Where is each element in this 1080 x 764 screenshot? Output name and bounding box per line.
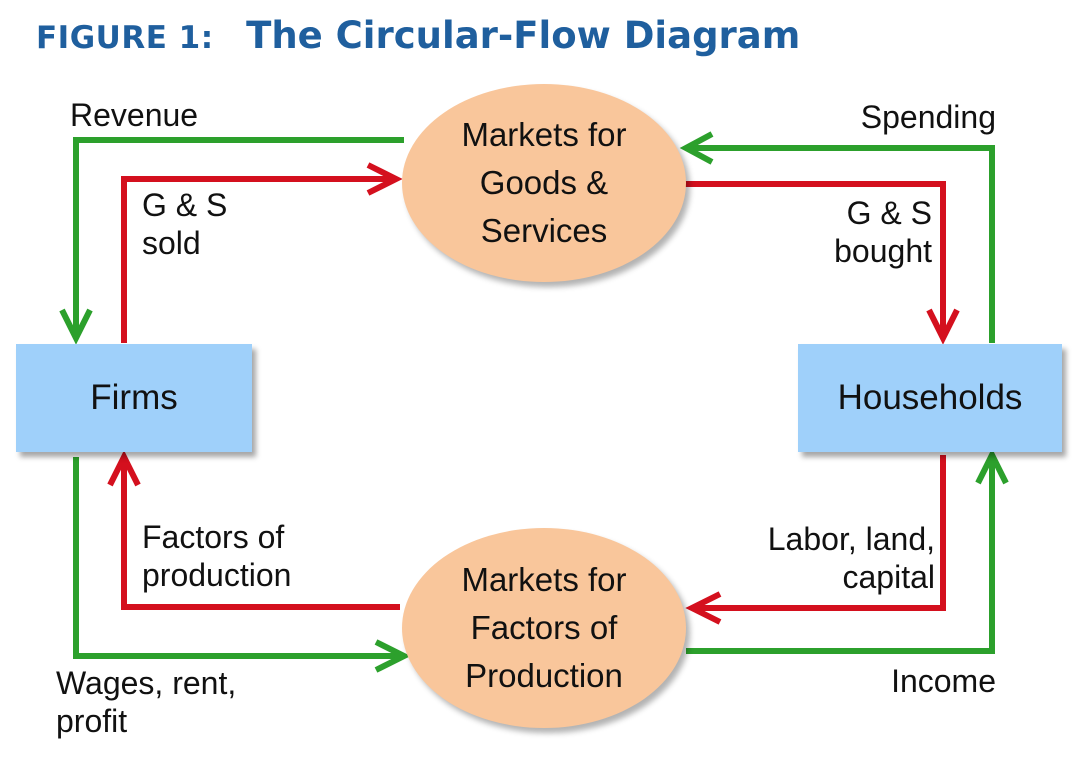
factors-flow-arrow [121,457,400,610]
figure-label: FIGURE 1: [36,20,214,56]
factor-market-line-1: Markets for [461,561,627,599]
labor-line-1: Labor, land, [767,521,935,557]
labor-arrowhead [685,591,722,625]
goods-market-line-1: Markets for [461,116,627,154]
labor-land-capital-label: Labor, land, capital [768,520,935,597]
figure-heading: The Circular-Flow Diagram [246,14,801,57]
firms-label: Firms [90,378,178,417]
gs-sold-arrowhead [366,162,403,196]
gs-bought-line-1: G & S [846,195,932,231]
factor-market-line-3: Production [465,656,623,694]
factor-market-line-2: Factors of [470,609,618,647]
gs-bought-arrowhead [926,308,960,345]
wages-line-2: profit [56,703,128,740]
labor-flow-arrow [692,455,946,611]
revenue-arrowhead [59,308,93,345]
gs-sold-line-1: G & S [142,187,228,223]
spending-arrowhead [679,131,714,165]
wages-line-1: Wages, rent, [56,665,237,701]
income-arrowhead [975,448,1009,485]
factors-arrowhead [107,450,141,487]
factors-production-market: Markets for Factors of Production [402,528,686,728]
gs-bought-label: G & S bought [834,194,932,271]
gs-sold-flow-arrow [121,176,396,343]
figure-title: FIGURE 1: The Circular-Flow Diagram [36,14,800,57]
income-label: Income [891,663,996,699]
wages-arrowhead [374,639,411,673]
goods-market-line-2: Goods & [479,164,609,202]
wages-flow-arrow [73,457,404,659]
factors-line-1: Factors of [142,519,285,555]
factors-of-production-label: Factors of production [142,518,291,595]
revenue-label: Revenue [70,97,199,133]
gs-sold-line-2: sold [142,225,201,262]
goods-market-line-3: Services [480,211,608,249]
labor-line-2: capital [842,559,936,596]
gs-bought-flow-arrow [684,181,946,338]
spending-label: Spending [860,99,996,135]
firms-box: Firms [16,344,252,452]
income-flow-arrow [686,455,995,654]
gs-sold-label: G & S sold [142,186,227,263]
goods-services-market: Markets for Goods & Services [402,84,686,282]
revenue-flow-arrow [73,137,404,338]
wages-rent-profit-label: Wages, rent, profit [56,664,236,741]
households-box: Households [798,344,1062,452]
gs-bought-line-2: bought [834,233,932,270]
factors-line-2: production [142,557,292,594]
spending-flow-arrow [686,145,995,343]
households-label: Households [837,378,1023,417]
